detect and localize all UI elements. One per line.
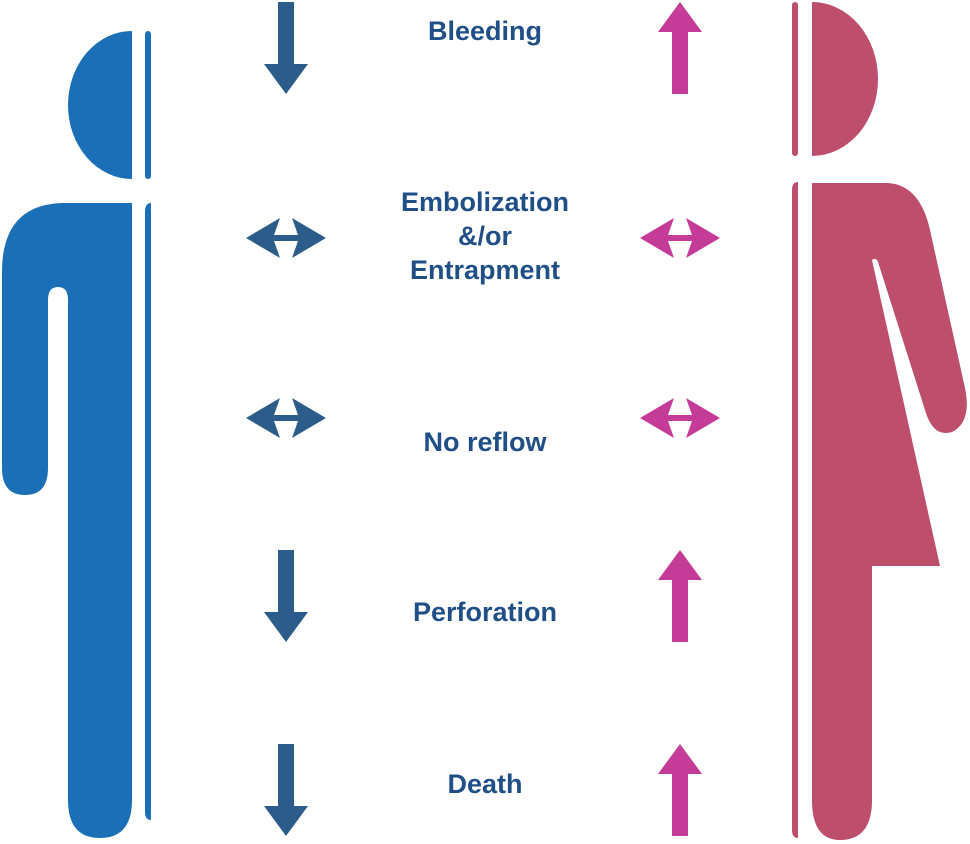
male-arrow-left-right-icon <box>246 218 326 258</box>
female-arrow-left-right-icon <box>640 218 720 258</box>
male-head-sliver <box>145 31 151 179</box>
row-label: No reflow <box>335 425 635 459</box>
male-arrow-down-icon <box>264 2 308 94</box>
row-label: Death <box>335 767 635 801</box>
male-arrow-down-icon <box>264 550 308 642</box>
female-head <box>812 2 878 156</box>
female-arrow-up-icon <box>658 2 702 94</box>
row-label-line: Embolization <box>401 187 569 217</box>
row-label: Perforation <box>335 595 635 629</box>
male-body-sliver <box>145 203 151 820</box>
row-label: Bleeding <box>335 14 635 48</box>
row-label-line: Perforation <box>412 597 558 627</box>
male-arrow-down-icon <box>264 744 308 836</box>
male-arrow-left-right-icon <box>246 398 326 438</box>
row-label-line: Bleeding <box>427 16 542 46</box>
row-label-line: &/or <box>458 221 512 251</box>
row-label-line: No reflow <box>423 427 547 457</box>
female-body <box>812 183 967 840</box>
female-head-sliver <box>792 2 798 156</box>
female-arrow-left-right-icon <box>640 398 720 438</box>
male-figure-icon <box>2 31 151 838</box>
female-arrow-up-icon <box>658 744 702 836</box>
female-body-sliver <box>792 182 798 838</box>
row-label-line: Entrapment <box>409 255 561 285</box>
row-label-line: Death <box>447 769 523 799</box>
male-head <box>68 31 132 179</box>
female-figure-icon <box>792 2 967 840</box>
female-arrow-up-icon <box>658 550 702 642</box>
male-body <box>2 203 132 838</box>
